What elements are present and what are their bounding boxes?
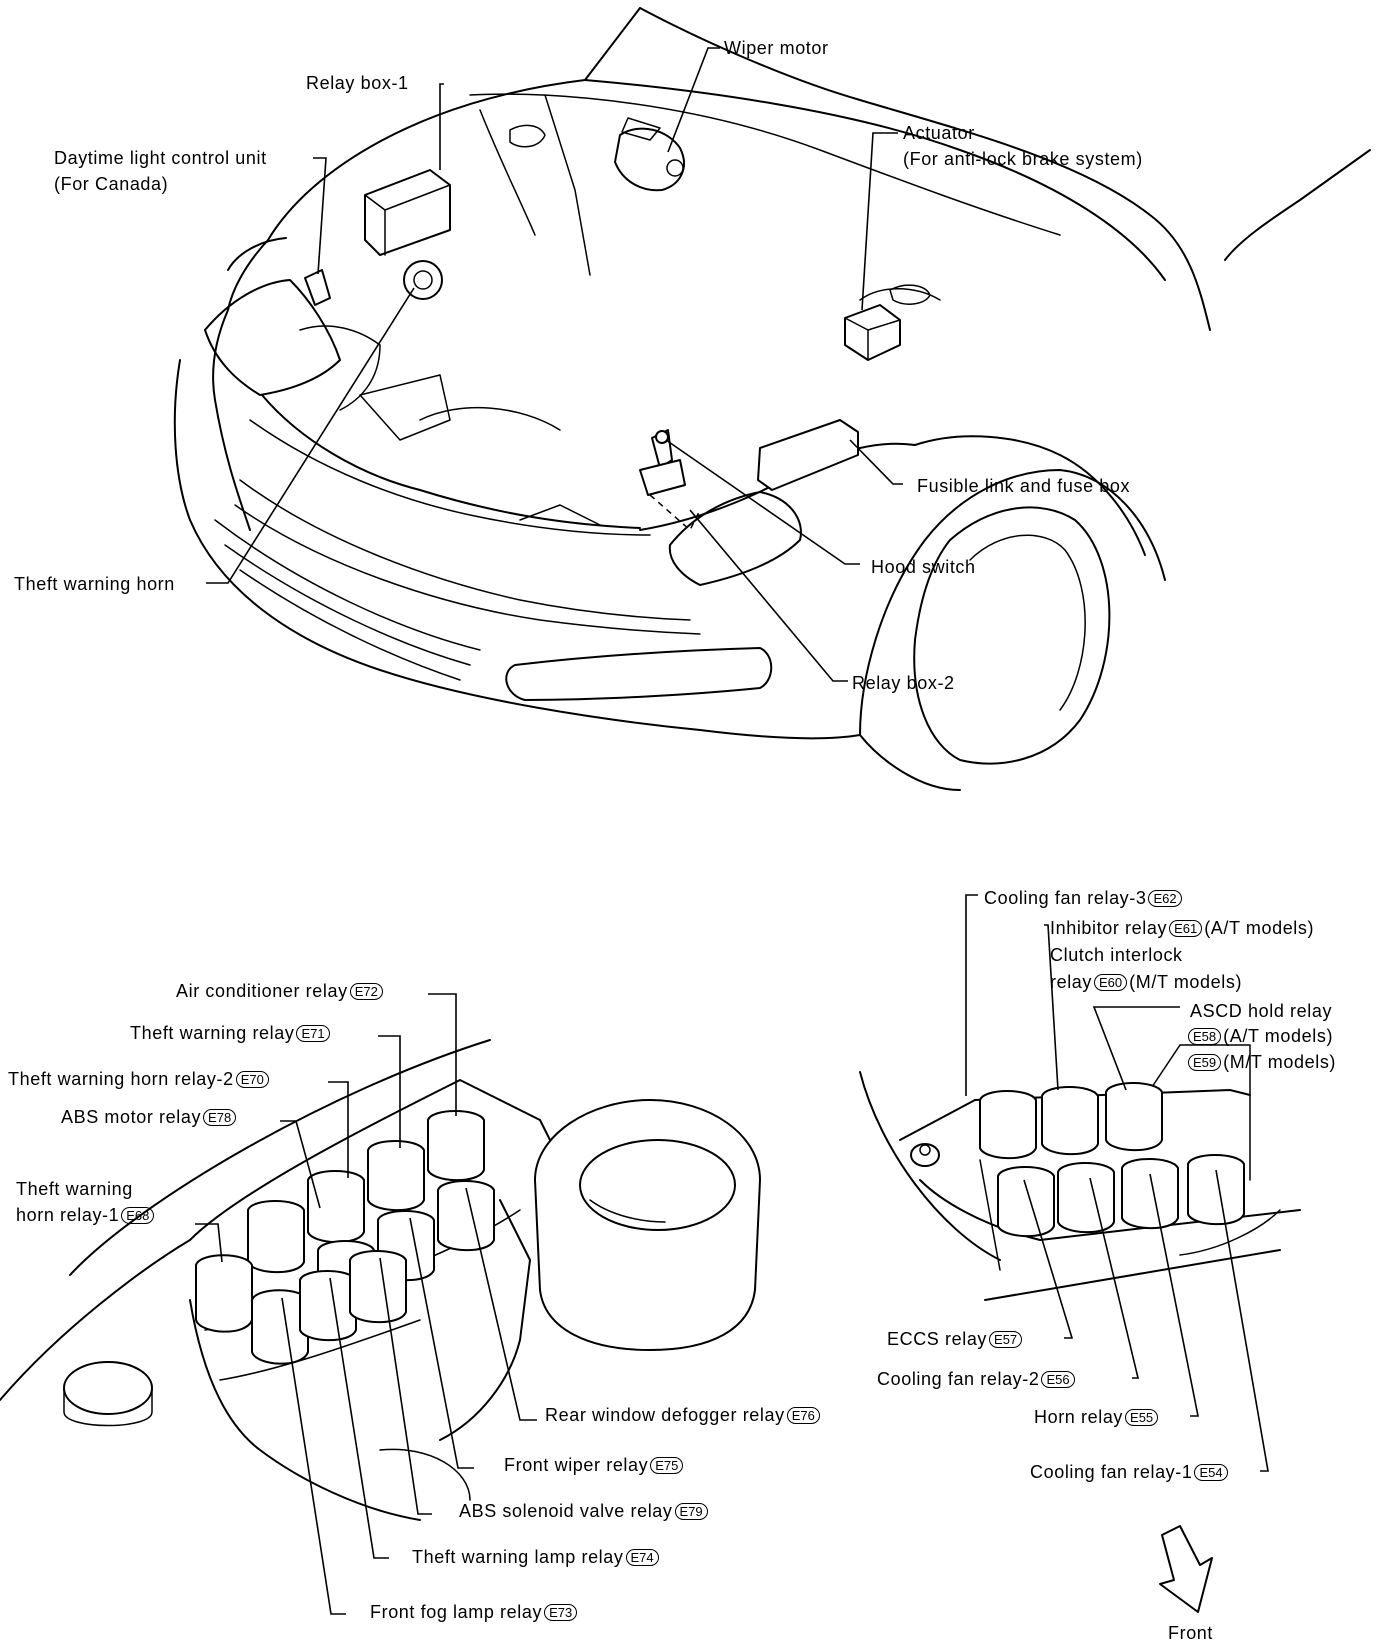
connector-code-e58: E58 (1188, 1028, 1222, 1045)
actuator-shape (844, 304, 901, 361)
label-wiper-motor: Wiper motor (724, 38, 829, 58)
relay-cubes-right (979, 1082, 1245, 1238)
theft-horn-shape (403, 260, 443, 300)
connector-code-e71: E71 (296, 1025, 330, 1042)
left-leader-lines (195, 993, 537, 1615)
relay-box-1-shape (364, 169, 451, 256)
front-arrow-icon (1159, 1525, 1213, 1613)
connector-code-e68: E68 (121, 1207, 155, 1224)
label-relay-box-2: Relay box-2 (852, 673, 955, 693)
hood-switch-shape (639, 429, 701, 532)
label-ascd-at: E58(A/T models) (1186, 1025, 1333, 1047)
connector-code-e57: E57 (989, 1331, 1023, 1348)
connector-code-e54: E54 (1194, 1464, 1228, 1481)
connector-code-e61: E61 (1169, 920, 1203, 937)
label-front: Front (1168, 1623, 1214, 1643)
relay-cubes-left (195, 1110, 495, 1365)
fuse-box-shape (757, 419, 859, 491)
connector-code-e70: E70 (235, 1071, 269, 1088)
reservoir-cap (534, 1099, 761, 1351)
connector-code-e55: E55 (1125, 1409, 1159, 1426)
connector-code-e72: E72 (349, 983, 383, 1000)
vehicle-body-outline (173, 7, 1371, 791)
label-daytime-light-control-unit: Daytime light control unit (54, 148, 267, 168)
connector-code-e62: E62 (1148, 890, 1182, 907)
label-clutch-interlock: Clutch interlock (1050, 945, 1183, 965)
label-fusible-link-fuse-box: Fusible link and fuse box (917, 476, 1131, 496)
connector-code-e56: E56 (1041, 1371, 1075, 1388)
connector-code-e79: E79 (674, 1503, 708, 1520)
daytime-unit-shape (304, 269, 331, 306)
connector-code-e60: E60 (1094, 974, 1128, 991)
label-hood-switch: Hood switch (871, 557, 976, 577)
connector-code-e73: E73 (544, 1604, 578, 1621)
label-actuator-abs: (For anti-lock brake system) (903, 149, 1143, 169)
label-relay-box-1: Relay box-1 (306, 73, 409, 93)
label-ascd-mt: E59(M/T models) (1186, 1051, 1336, 1073)
label-daytime-for-canada: (For Canada) (54, 174, 169, 194)
connector-code-e74: E74 (625, 1549, 659, 1566)
label-theft-warning-horn: Theft warning horn (14, 574, 175, 594)
connector-code-e59: E59 (1188, 1054, 1222, 1071)
top-leader-lines (206, 47, 903, 682)
label-ascd-hold-relay: ASCD hold relay (1190, 1001, 1333, 1021)
connector-code-e76: E76 (786, 1407, 820, 1424)
label-actuator: Actuator (903, 123, 975, 143)
connector-code-e78: E78 (203, 1109, 237, 1126)
wiper-motor-shape (614, 117, 685, 192)
label-theft-warning-horn-relay-1a: Theft warning (16, 1179, 133, 1199)
connector-code-e75: E75 (650, 1457, 684, 1474)
right-leader-lines (965, 894, 1269, 1472)
